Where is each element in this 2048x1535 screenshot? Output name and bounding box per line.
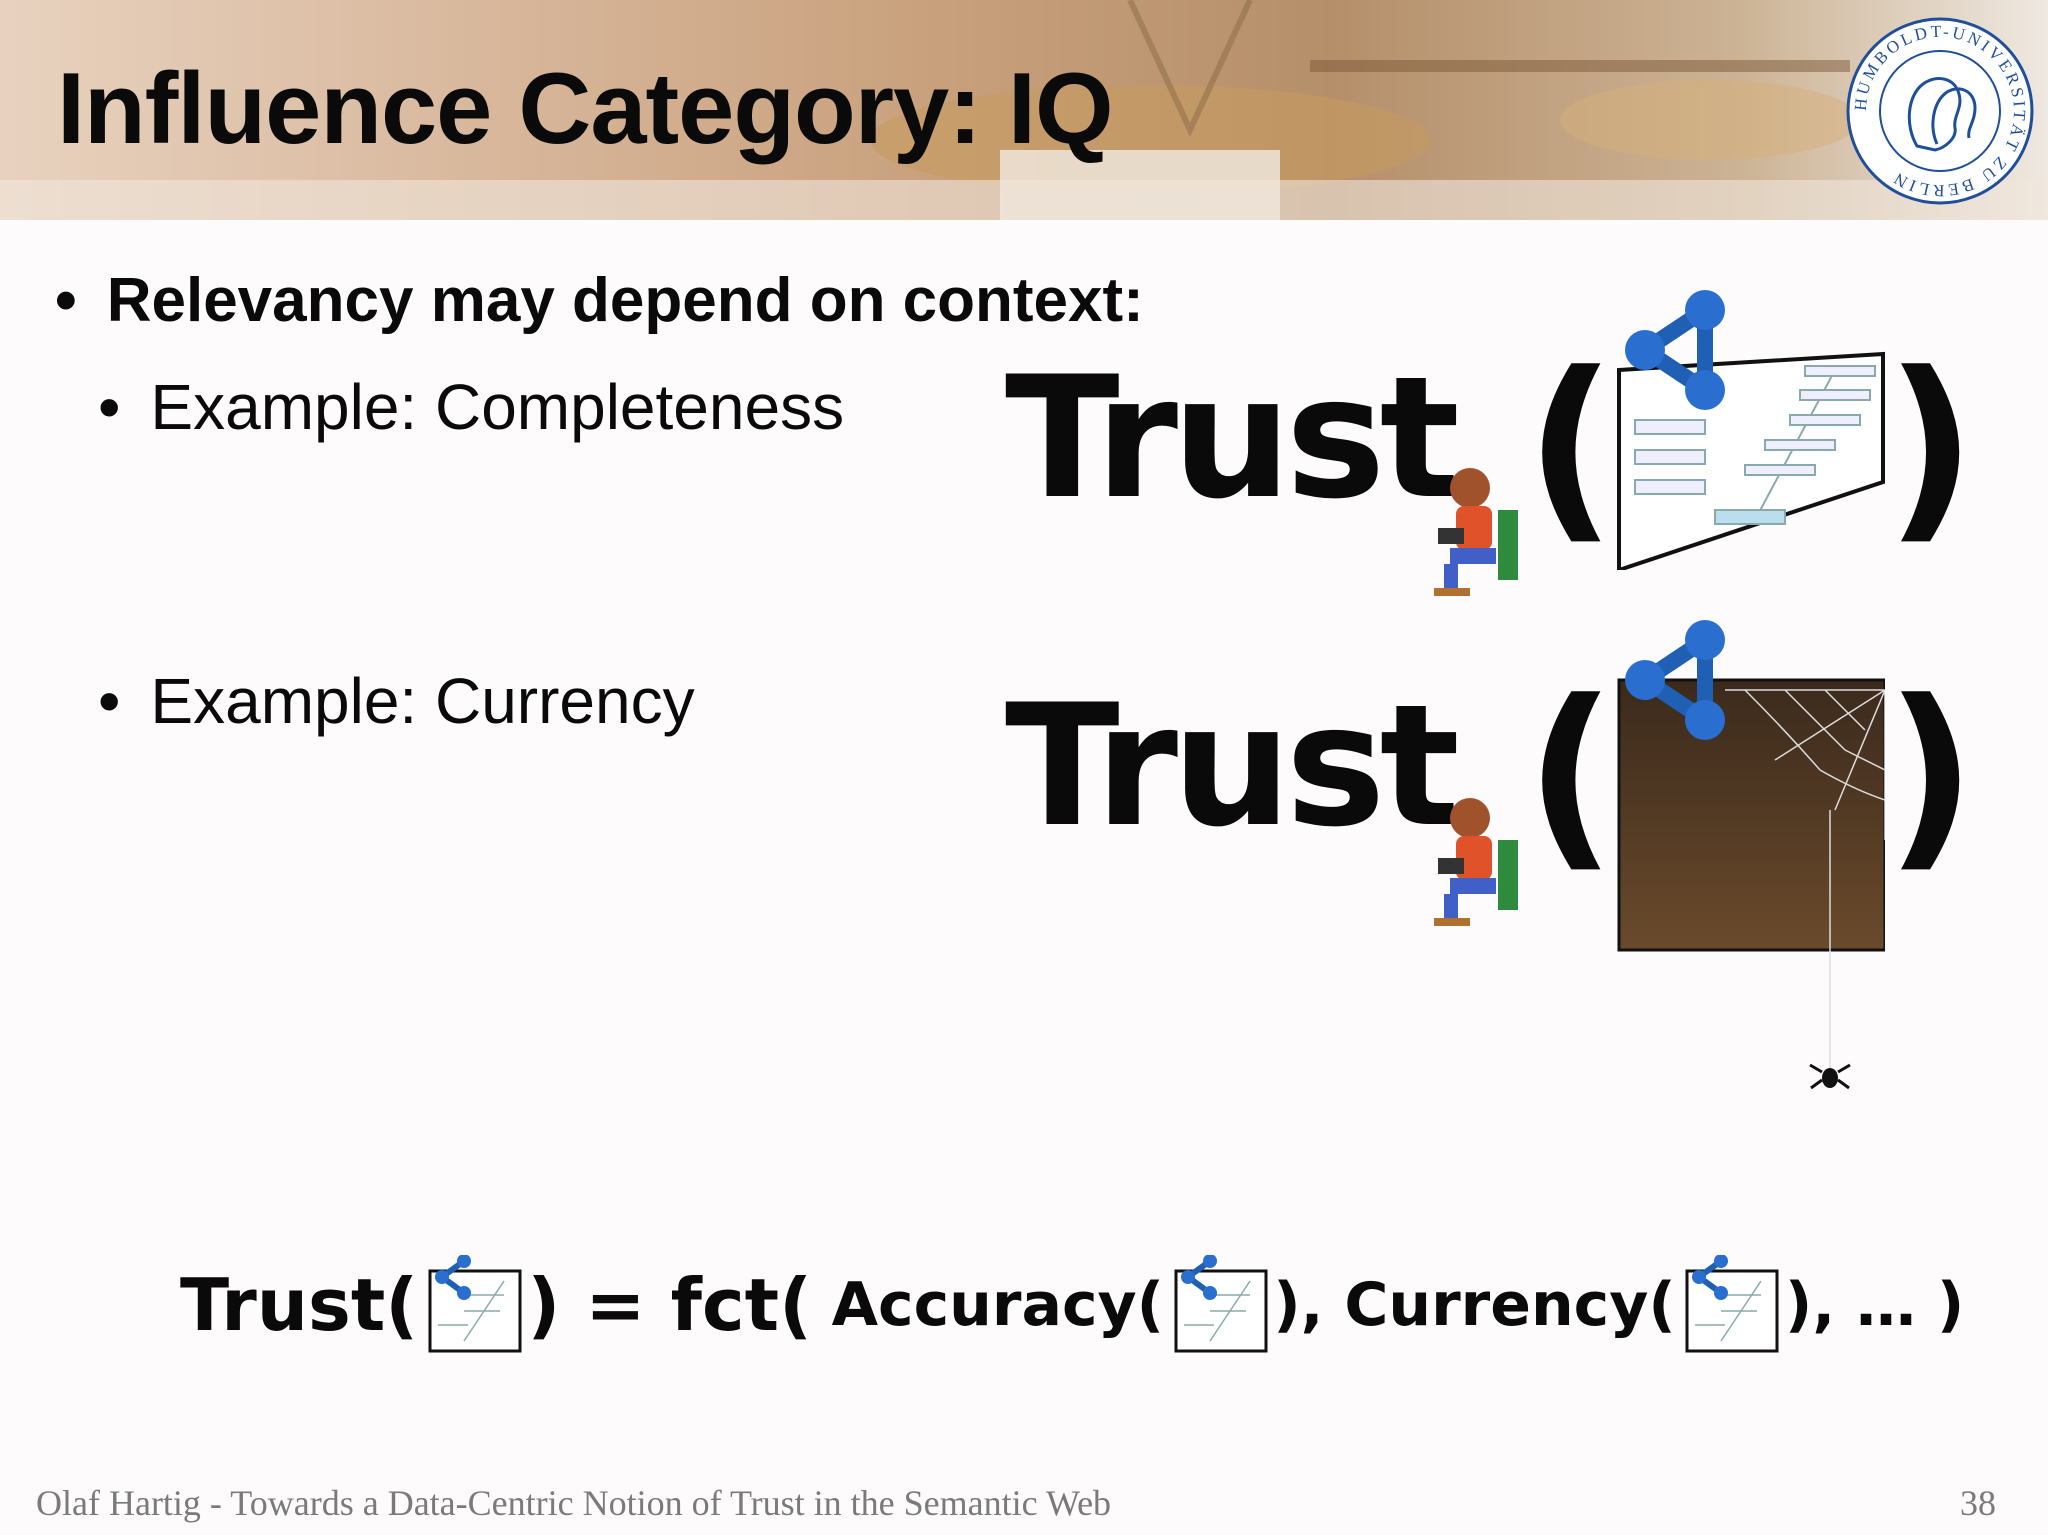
formula-equals-fct: ) = fct( [527, 1263, 813, 1347]
bullet-relevancy: •Relevancy may depend on context: [55, 266, 1144, 335]
trust-word-1: Trust [1005, 340, 1460, 536]
formula-currency: ), Currency( [1273, 1270, 1676, 1340]
person-with-laptop-icon [1434, 798, 1518, 926]
rdf-graph-icon [1625, 290, 1725, 410]
page-number: 38 [1960, 1483, 1996, 1523]
cobweb-document-icon [1617, 620, 1885, 1090]
bullet-text: Example: Completeness [150, 371, 845, 443]
mini-dataset-icon [1681, 1254, 1779, 1355]
slide-title: Influence Category: IQ [57, 53, 1114, 165]
footer-text: Olaf Hartig - Towards a Data-Centric Not… [36, 1483, 1112, 1523]
bullet-completeness: •Example: Completeness [98, 371, 845, 443]
open-paren: ( [1525, 658, 1617, 891]
bullet-text: Example: Currency [150, 665, 695, 737]
person-with-laptop-icon [1434, 468, 1518, 596]
trust-word-2: Trust [1005, 668, 1460, 864]
close-paren: ) [1885, 658, 1977, 891]
scales-background-image [0, 0, 2048, 220]
cobweb-icon [1725, 689, 1885, 1070]
mini-dataset-icon [1170, 1254, 1268, 1355]
header-banner: Influence Category: IQ HUMBOLDT-UNIVERSI… [0, 0, 2048, 220]
humboldt-university-seal-logo: HUMBOLDT-UNIVERSITÄT ZU BERLIN [1846, 17, 2034, 205]
open-paren: ( [1525, 330, 1617, 563]
trust-formula: Trust( ) = fct( Accuracy( ), Currency( )… [180, 1254, 1965, 1365]
formula-tail: ), … ) [1784, 1270, 1965, 1340]
mini-dataset-icon [424, 1254, 522, 1355]
bullet-text: Relevancy may depend on context: [106, 266, 1144, 335]
formula-trust-open: Trust( [180, 1263, 419, 1347]
bullet-currency: •Example: Currency [98, 665, 695, 737]
formula-accuracy: Accuracy( [831, 1270, 1165, 1340]
close-paren: ) [1885, 330, 1977, 563]
rdf-graph-icon [1625, 620, 1725, 740]
spider-icon [1809, 1063, 1851, 1090]
linked-data-document-icon [1617, 290, 1885, 570]
